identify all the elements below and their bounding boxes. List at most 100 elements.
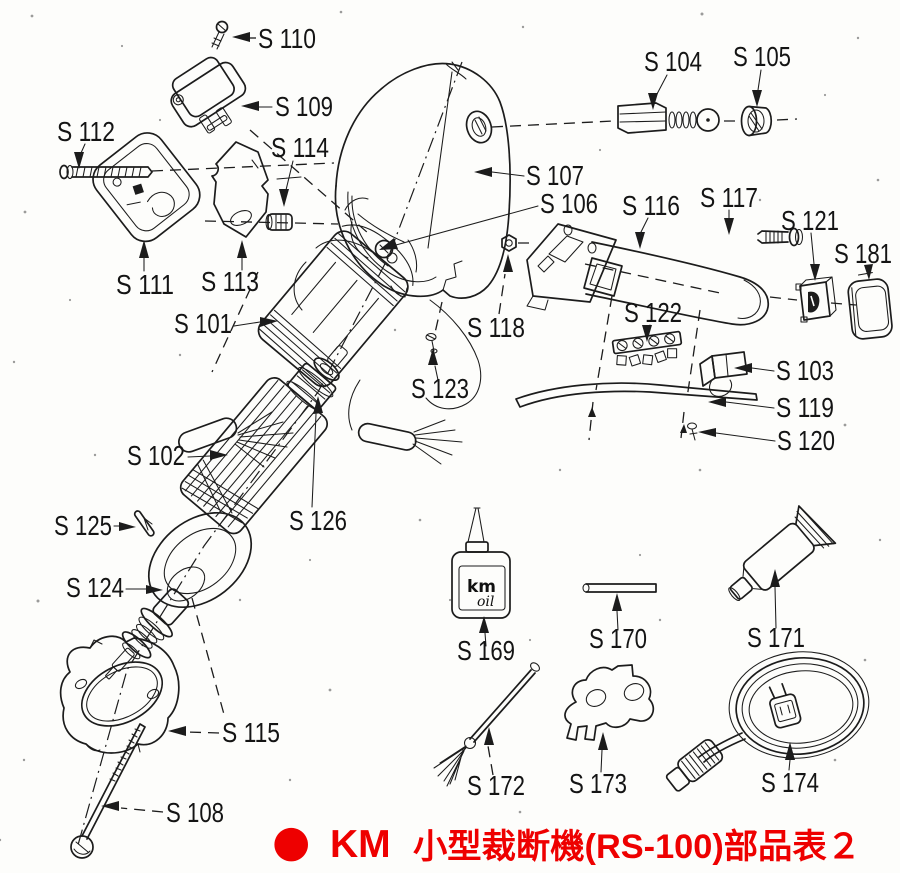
assembly-axis-lines xyxy=(77,61,857,846)
callout-s169: S 169 xyxy=(457,616,515,666)
part-s125-pin-drawing xyxy=(133,510,155,537)
part-s113-plate-drawing xyxy=(211,141,269,238)
oil-bottle-brand-text: km xyxy=(467,577,496,597)
part-s109-plug-drawing xyxy=(170,56,247,134)
label-s126: S 126 xyxy=(289,505,347,536)
label-s117: S 117 xyxy=(700,182,758,213)
part-s116-handle-drawing xyxy=(526,223,770,326)
footer-bullet-icon: ● xyxy=(272,816,310,867)
label-s116: S 116 xyxy=(622,190,680,221)
callout-s126: S 126 xyxy=(289,396,347,536)
callout-s113: S 113 xyxy=(201,240,259,297)
oil-bottle-word-text: oil xyxy=(477,594,494,610)
callout-s101: S 101 xyxy=(174,308,278,339)
part-s170-rod-drawing xyxy=(582,583,657,593)
callout-s174: S 174 xyxy=(761,742,819,798)
part-s105-brush-cap-drawing xyxy=(740,105,773,137)
label-s171: S 171 xyxy=(747,622,805,653)
label-s124: S 124 xyxy=(66,572,124,603)
label-s104: S 104 xyxy=(644,46,702,77)
part-s121-switch-drawing xyxy=(795,276,837,323)
part-s102-armature-drawing xyxy=(143,345,348,609)
callout-s103: S 103 xyxy=(734,355,834,386)
part-s103-connector-drawing xyxy=(699,351,748,397)
callout-s106: S 106 xyxy=(379,188,598,250)
callout-s102: S 102 xyxy=(127,440,228,471)
label-s125: S 125 xyxy=(54,510,112,541)
callout-s118: S 118 xyxy=(467,254,525,343)
label-s105: S 105 xyxy=(733,41,791,72)
part-s112-screw-drawing xyxy=(59,164,153,180)
label-s173: S 173 xyxy=(569,768,627,799)
callout-s181: S 181 xyxy=(834,238,892,280)
part-s114-sleeve-drawing xyxy=(265,213,293,231)
callout-s122: S 122 xyxy=(624,297,682,342)
part-s171-grease-tube-drawing xyxy=(728,505,837,602)
lead-wire-sleeves-drawing xyxy=(178,411,463,468)
callout-s119: S 119 xyxy=(708,392,834,423)
part-s169-oil-bottle-drawing: km oil xyxy=(451,507,511,619)
callout-s170: S 170 xyxy=(589,593,647,654)
label-s113: S 113 xyxy=(201,266,259,297)
callout-s110: S 110 xyxy=(232,23,316,54)
label-s181: S 181 xyxy=(834,238,892,269)
label-s119: S 119 xyxy=(776,392,834,423)
label-s121: S 121 xyxy=(781,205,839,236)
callout-s125: S 125 xyxy=(54,510,136,541)
callout-s114: S 114 xyxy=(271,132,329,207)
scan-noise-speckles xyxy=(0,10,882,842)
callout-s104: S 104 xyxy=(644,46,702,110)
label-s123: S 123 xyxy=(411,373,469,404)
label-s106: S 106 xyxy=(540,188,598,219)
footer-brand: KM xyxy=(330,823,391,866)
label-s120: S 120 xyxy=(777,425,835,456)
callout-s111: S 111 xyxy=(116,240,174,300)
callout-s172: S 172 xyxy=(467,727,525,801)
label-s172: S 172 xyxy=(467,770,525,801)
part-s115-base-plate-drawing xyxy=(59,635,180,754)
label-s108: S 108 xyxy=(166,797,224,828)
callout-s112: S 112 xyxy=(57,116,115,169)
part-s118-nut-drawing xyxy=(501,234,517,252)
part-s108-rod-drawing xyxy=(70,723,146,859)
part-s123-screw-drawing xyxy=(425,332,438,354)
callout-s173: S 173 xyxy=(569,732,627,799)
footer-title: 小型裁断機(RS-100)部品表２ xyxy=(413,828,861,866)
callout-s121: S 121 xyxy=(781,205,839,281)
part-s181-cover-drawing xyxy=(847,272,893,340)
label-s115: S 115 xyxy=(222,717,280,748)
label-s111: S 111 xyxy=(116,269,174,300)
callout-s123: S 123 xyxy=(411,348,469,404)
label-s174: S 174 xyxy=(761,767,819,798)
callout-s171: S 171 xyxy=(747,569,805,653)
part-s111-cover-drawing xyxy=(92,132,201,243)
part-s107-motor-housing-drawing xyxy=(334,61,511,299)
part-s173-wrench-drawing xyxy=(564,664,655,741)
callout-s117: S 117 xyxy=(700,182,758,235)
label-s103: S 103 xyxy=(776,355,834,386)
callout-s107: S 107 xyxy=(474,160,584,191)
part-s172-brush-drawing xyxy=(433,662,540,787)
label-s109: S 109 xyxy=(275,91,333,122)
part-s117-screw-drawing xyxy=(757,227,804,247)
callout-s108: S 108 xyxy=(101,797,224,828)
part-s119-blade-drawing xyxy=(515,382,758,408)
callout-s120: S 120 xyxy=(698,425,835,456)
callout-s109: S 109 xyxy=(241,91,333,122)
label-s170: S 170 xyxy=(589,623,647,654)
part-s120-screw-drawing xyxy=(686,422,698,441)
label-s169: S 169 xyxy=(457,635,515,666)
callout-s124: S 124 xyxy=(66,572,163,603)
footer-caption: ● KM 小型裁断機(RS-100)部品表２ xyxy=(272,816,861,867)
label-s102: S 102 xyxy=(127,440,185,471)
part-s104-carbon-brush-drawing xyxy=(617,102,720,134)
part-s174-power-cord-drawing xyxy=(665,651,870,792)
callout-s115: S 115 xyxy=(168,717,280,748)
label-s101: S 101 xyxy=(174,308,232,339)
label-s110: S 110 xyxy=(258,23,316,54)
label-s122: S 122 xyxy=(624,297,682,328)
callout-s116: S 116 xyxy=(622,190,680,249)
part-s110-screw-drawing xyxy=(211,20,229,50)
